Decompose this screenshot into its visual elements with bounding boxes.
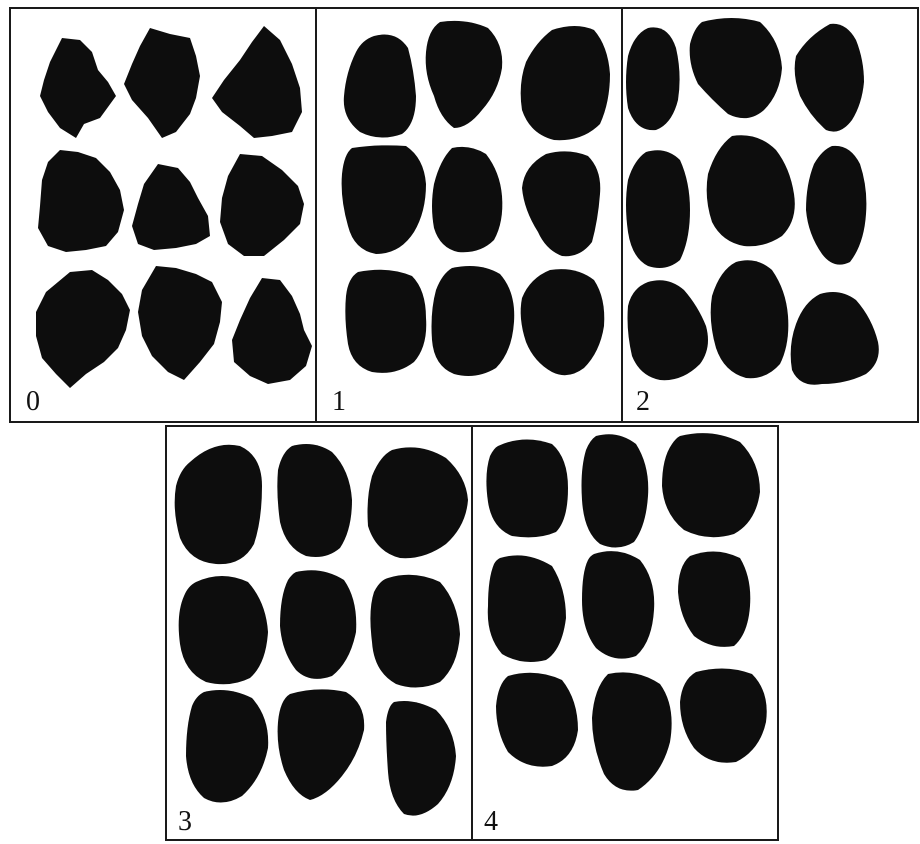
particle [345,270,426,373]
panel-3-label: 3 [178,806,192,837]
panel-0-label: 0 [26,386,40,417]
panel-0-particles [36,26,312,388]
panel-4-particles [486,433,766,791]
particle [432,147,502,252]
particle [432,266,515,376]
particle [486,439,568,537]
panel-3: 3 [166,426,472,840]
particle [662,433,760,537]
particle [626,27,680,130]
panel-0: 0 [10,8,316,422]
particle [582,551,654,659]
panel-2-particles [626,18,879,385]
panel-3-particles [175,444,468,816]
panel-1-particles [342,21,610,376]
panel-2: 2 [622,8,918,422]
particle [711,260,789,378]
particle [488,555,566,662]
panel-4-label: 4 [484,806,498,837]
panel-1: 1 [316,8,622,422]
panel-1-label: 1 [332,386,346,417]
particle [179,576,268,684]
particle [582,434,649,547]
particle [626,150,690,268]
panel-2-label: 2 [636,386,650,417]
particle [370,575,460,688]
panel-4: 4 [472,426,778,840]
